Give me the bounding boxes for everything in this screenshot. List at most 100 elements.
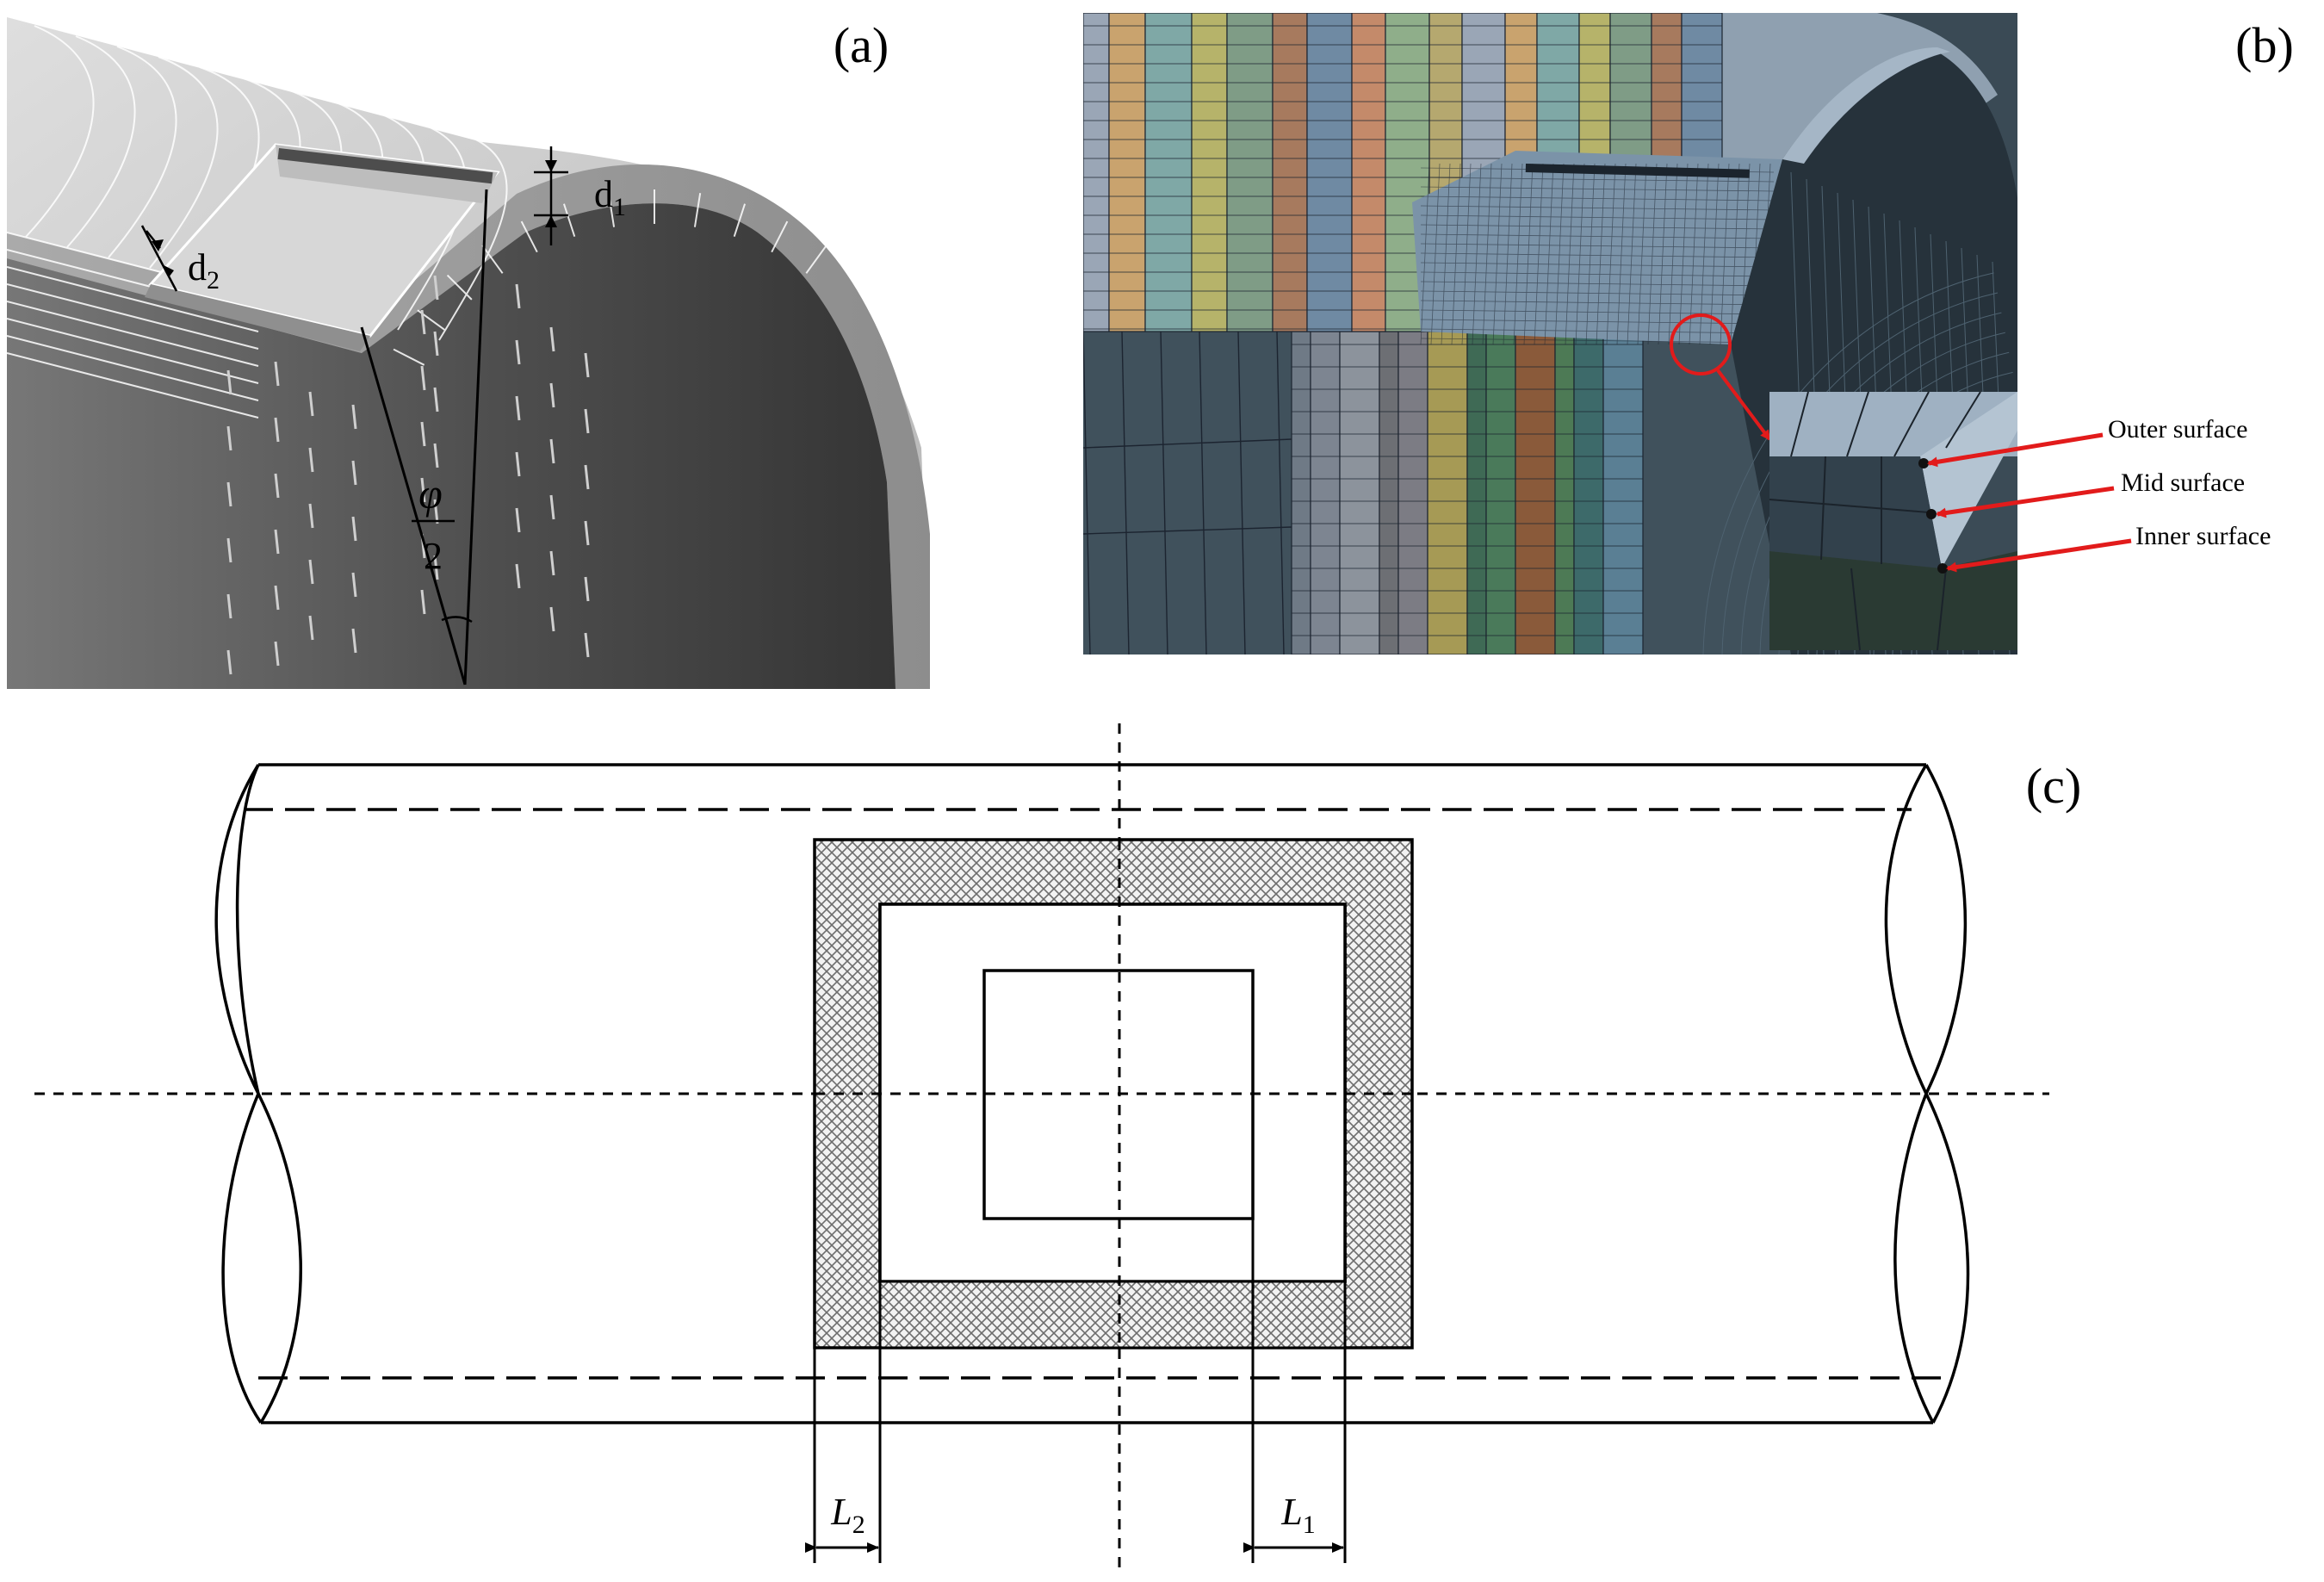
mesh-hint-dash [351, 460, 357, 486]
d1-label: d1 [594, 173, 626, 221]
window-mesh-line [1420, 338, 1775, 344]
window-mesh-line [1420, 233, 1775, 239]
mesh-hint-dash [584, 464, 590, 490]
mesh-hint-dash [584, 632, 590, 658]
window-mesh-line [1616, 163, 1627, 345]
d2-label: d2 [188, 246, 220, 295]
window-mesh-line [1627, 163, 1637, 345]
zoom-arrow [1716, 369, 1771, 441]
window-mesh-line [1596, 163, 1606, 345]
window-mesh-line [1575, 163, 1585, 345]
mesh-hint-dash [351, 628, 357, 654]
window-mesh-line [1606, 163, 1616, 345]
window-mesh-line [1420, 163, 1430, 345]
angle-line-right [463, 189, 488, 686]
mesh-hint-dash [274, 417, 280, 443]
angle-line-left [360, 326, 467, 686]
mesh-hint-dash [433, 331, 439, 357]
rim-segment [607, 193, 616, 227]
outer-surface-label: Outer surface [2108, 415, 2247, 444]
outer-band [1351, 13, 1386, 332]
mesh-hint-dash [584, 576, 590, 602]
window-mesh-line [1420, 319, 1775, 325]
patch-bottom-hatch [878, 1280, 1347, 1349]
mesh-hint-dash [274, 529, 280, 555]
mesh-hint-dash [433, 555, 439, 580]
phi-symbol: φ [418, 469, 443, 518]
panel-b-mesh-model [1083, 13, 2017, 655]
mesh-hint-dash [226, 369, 232, 395]
window-mesh-line [1689, 163, 1699, 345]
right-break-curve-2 [1893, 764, 1968, 1424]
window-mesh-line [1420, 186, 1775, 192]
inner-mesh-line [1237, 331, 1246, 655]
mesh-hint-dash [351, 404, 357, 430]
inner-band [1602, 331, 1644, 655]
rim-segment [446, 274, 473, 301]
outer-band [1191, 13, 1228, 332]
mesh-hint-dash [433, 275, 439, 301]
l1-label: L1 [1280, 1491, 1315, 1539]
inner-mesh-hints [226, 275, 590, 675]
grid-line [25, 25, 95, 238]
inner-surface-label: Inner surface [2135, 522, 2271, 550]
inner-band [1485, 331, 1516, 655]
window-mesh-line [1420, 328, 1775, 334]
mesh-hint-dash [308, 615, 314, 641]
grid-line [438, 128, 508, 341]
outer-band [1083, 13, 1110, 332]
inner-surface-arrow [1946, 538, 2132, 573]
window-mesh-line [1658, 163, 1668, 345]
inner-mesh-line [1199, 331, 1207, 655]
window-mesh-line [1647, 163, 1658, 345]
outer-band [1272, 13, 1308, 332]
mesh-hint-dash [351, 516, 357, 542]
panel-a-label: (a) [834, 17, 889, 73]
grid-line [66, 35, 136, 248]
mesh-hint-dash [549, 326, 555, 352]
grid-line [7, 266, 259, 332]
mesh-hint-dash [420, 589, 426, 615]
angle-arc [441, 616, 473, 623]
mesh-hint-dash [420, 421, 426, 447]
mesh-hint-dash [274, 641, 280, 667]
window-mesh-line [1637, 163, 1647, 345]
mesh-hint-dash [226, 593, 232, 619]
grid-line [7, 352, 259, 419]
grid-line [149, 56, 219, 269]
window-mesh-line [1420, 252, 1775, 258]
mesh-hint-dash [515, 395, 521, 421]
panel-c-label: (c) [2026, 758, 2081, 814]
grid-line [7, 335, 259, 401]
mesh-hint-dash [226, 649, 232, 675]
inner-band [1339, 331, 1380, 655]
shell-rim [1782, 47, 1950, 164]
inner-mesh-line [1083, 331, 1091, 655]
window-mesh-line [1420, 300, 1775, 306]
mesh-hint-dash [274, 473, 280, 499]
window-mesh-line [1668, 163, 1678, 345]
window-mesh-line [1420, 262, 1775, 268]
mesh-hint-dash [515, 563, 521, 589]
mesh-hint-dash [549, 550, 555, 576]
inner-mesh-line [1121, 331, 1130, 655]
inner-mesh-line [1083, 526, 1292, 535]
grid-line [7, 318, 259, 384]
inner-band [1291, 331, 1311, 655]
window-mesh-line [1451, 163, 1461, 345]
outer-band [1108, 13, 1146, 332]
window-mesh-line [1678, 163, 1689, 345]
window-mesh-line [1420, 271, 1775, 277]
window-mesh-line [1420, 290, 1775, 296]
mesh-hint-dash [308, 447, 314, 473]
inner-band [1515, 331, 1556, 655]
inner-band [1397, 331, 1428, 655]
mesh-hint-dash [274, 361, 280, 387]
window-mesh-line [1523, 163, 1534, 345]
panel-c-schematic: L2 L1 [34, 723, 2049, 1567]
mesh-hint-dash [226, 537, 232, 563]
mesh-hint-dash [584, 408, 590, 434]
panel-b-label: (b) [2235, 17, 2294, 73]
left-break-curve-2 [221, 764, 263, 1424]
mesh-hint-dash [274, 585, 280, 611]
